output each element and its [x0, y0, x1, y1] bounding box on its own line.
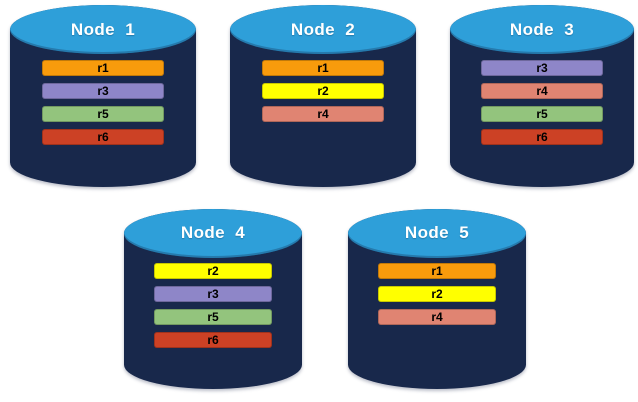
node-1[interactable]: Node 1 r1 r3 r5 r6 — [10, 5, 196, 187]
record-bar[interactable]: r4 — [481, 82, 603, 99]
record-bar[interactable]: r5 — [481, 105, 603, 122]
record-bar[interactable]: r3 — [154, 286, 272, 302]
record-bar[interactable]: r4 — [378, 309, 496, 325]
cylinder-top-ellipse — [348, 209, 526, 258]
record-bar[interactable]: r1 — [41, 59, 165, 76]
record-list: r1 r3 r5 r6 — [41, 59, 165, 152]
record-bar[interactable]: r3 — [481, 59, 603, 76]
node-label: Node 5 — [404, 223, 470, 243]
record-list: r1 r2 r4 — [261, 59, 385, 129]
record-list: r1 r2 r4 — [378, 263, 496, 332]
record-list: r2 r3 r5 r6 — [154, 263, 272, 355]
cylinder-top-ellipse — [450, 5, 634, 55]
record-bar[interactable]: r5 — [154, 309, 272, 325]
node-2[interactable]: Node 2 r1 r2 r4 — [230, 5, 416, 187]
record-bar[interactable]: r6 — [41, 128, 165, 145]
cylinder-top-ellipse — [124, 209, 302, 258]
record-bar[interactable]: r2 — [154, 263, 272, 279]
node-5[interactable]: Node 5 r1 r2 r4 — [348, 209, 526, 389]
cylinder-top-ellipse — [230, 5, 416, 55]
record-bar[interactable]: r1 — [261, 59, 385, 76]
node-4[interactable]: Node 4 r2 r3 r5 r6 — [124, 209, 302, 389]
record-bar[interactable]: r2 — [261, 82, 385, 99]
record-bar[interactable]: r6 — [154, 332, 272, 348]
record-bar[interactable]: r4 — [261, 105, 385, 122]
record-bar[interactable]: r6 — [481, 128, 603, 145]
record-bar[interactable]: r2 — [378, 286, 496, 302]
node-label: Node 4 — [180, 223, 246, 243]
record-bar[interactable]: r3 — [41, 82, 165, 99]
node-label: Node 2 — [290, 19, 356, 39]
record-bar[interactable]: r1 — [378, 263, 496, 279]
node-label: Node 3 — [509, 19, 575, 39]
node-3[interactable]: Node 3 r3 r4 r5 r6 — [450, 5, 634, 187]
node-label: Node 1 — [70, 19, 136, 39]
cylinder-top-ellipse — [10, 5, 196, 55]
record-list: r3 r4 r5 r6 — [481, 59, 603, 152]
record-bar[interactable]: r5 — [41, 105, 165, 122]
